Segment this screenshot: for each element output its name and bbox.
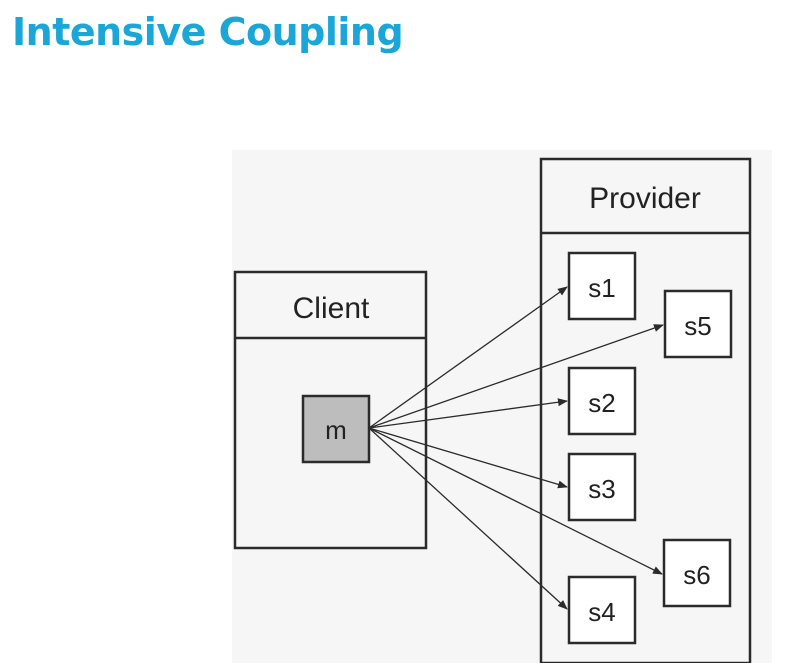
arrow-m-to-s4 bbox=[368, 427, 568, 610]
service-s4: s4 bbox=[567, 575, 637, 645]
page-title: Intensive Coupling bbox=[12, 10, 404, 54]
service-s3-label: s3 bbox=[588, 474, 615, 504]
service-s2: s2 bbox=[567, 366, 637, 436]
method-label: m bbox=[325, 415, 347, 445]
service-s3: s3 bbox=[567, 452, 637, 522]
service-s2-label: s2 bbox=[588, 388, 615, 418]
arrow-m-to-s2 bbox=[368, 398, 568, 429]
service-s4-label: s4 bbox=[588, 597, 615, 627]
service-s1-label: s1 bbox=[588, 273, 615, 303]
arrow-m-to-s1 bbox=[368, 286, 568, 429]
provider-header: Provider bbox=[589, 182, 701, 215]
service-s6: s6 bbox=[662, 538, 732, 608]
service-s5-label: s5 bbox=[684, 311, 711, 341]
arrow-m-to-s6 bbox=[368, 427, 663, 575]
service-s5: s5 bbox=[663, 289, 733, 359]
method-m: m bbox=[301, 394, 371, 464]
service-s6-label: s6 bbox=[683, 560, 710, 590]
arrow-m-to-s3 bbox=[368, 427, 568, 489]
client-header: Client bbox=[293, 292, 370, 325]
call-arrows bbox=[368, 286, 664, 610]
service-s1: s1 bbox=[567, 251, 637, 321]
arrow-m-to-s5 bbox=[368, 324, 664, 429]
